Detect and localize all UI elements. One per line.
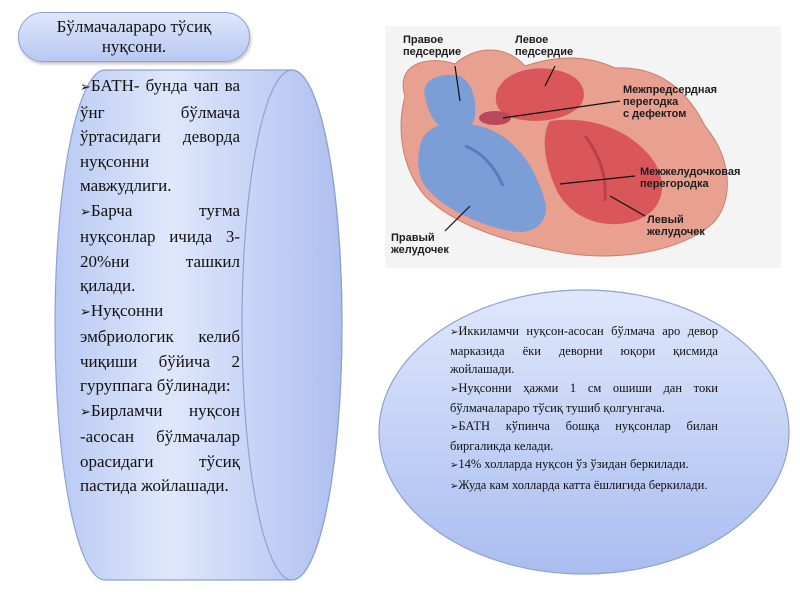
list-item: ➢Жуда кам холларда катта ёшлигида беркил… bbox=[450, 477, 708, 492]
list-item: ➢Барча туғма нуқсонлар ичида 3-20%ни таш… bbox=[80, 200, 240, 296]
arrow-bullet-icon: ➢ bbox=[450, 460, 459, 472]
arrow-bullet-icon: ➢ bbox=[450, 383, 459, 395]
label-right-atrium: Правое педсердие bbox=[403, 34, 462, 58]
label-septal-defect: Межпредсердная перегодка с дефектом bbox=[623, 84, 718, 120]
arrow-bullet-icon: ➢ bbox=[80, 404, 91, 420]
right-bullet-list: ➢Иккиламчи нуқсон-асосан бўлмача аро дев… bbox=[450, 322, 718, 496]
list-item: ➢Нуқсонни эмбриологик келиб чиқиши бўйич… bbox=[80, 300, 240, 396]
arrow-bullet-icon: ➢ bbox=[450, 327, 459, 338]
list-item: ➢Иккиламчи нуқсон-асосан бўлмача аро дев… bbox=[450, 324, 718, 377]
right-ellipse-shape bbox=[378, 289, 790, 575]
list-item: ➢Нуқсонни ҳажми 1 см ошиши дан токи бўлм… bbox=[450, 380, 718, 415]
list-item: ➢14% холларда нуқсон ўз ўзидан беркилади… bbox=[450, 457, 689, 472]
left-bullet-list: ➢БАТН- бунда чап ва ўнг бўлмача ўртасида… bbox=[80, 74, 240, 499]
arrow-bullet-icon: ➢ bbox=[450, 480, 459, 492]
label-left-ventricle: Левый желудочек bbox=[647, 214, 705, 238]
label-right-ventricle: Правый желудочек bbox=[391, 232, 449, 256]
arrow-bullet-icon: ➢ bbox=[80, 204, 91, 220]
list-item: ➢БАТН- бунда чап ва ўнг бўлмача ўртасида… bbox=[80, 76, 240, 195]
arrow-bullet-icon: ➢ bbox=[450, 422, 459, 434]
arrow-bullet-icon: ➢ bbox=[80, 80, 91, 95]
label-ventricular-septum: Межжелудочковая перегородка bbox=[640, 166, 741, 190]
list-item: ➢БАТН кўпинча бошқа нуқсонлар билан бирг… bbox=[450, 419, 718, 454]
slide-title-text: Бўлмачалараро тўсиқ нуқсони. bbox=[56, 17, 212, 56]
list-item: ➢Бирламчи нуқсон -асосан бўлмачалар орас… bbox=[80, 400, 240, 496]
arrow-bullet-icon: ➢ bbox=[80, 304, 91, 320]
label-left-atrium: Левое педсердие bbox=[515, 34, 574, 58]
slide-title: Бўлмачалараро тўсиқ нуқсони. bbox=[18, 12, 250, 62]
heart-diagram-image: Правое педсердие Левое педсердие Межпред… bbox=[385, 26, 781, 268]
